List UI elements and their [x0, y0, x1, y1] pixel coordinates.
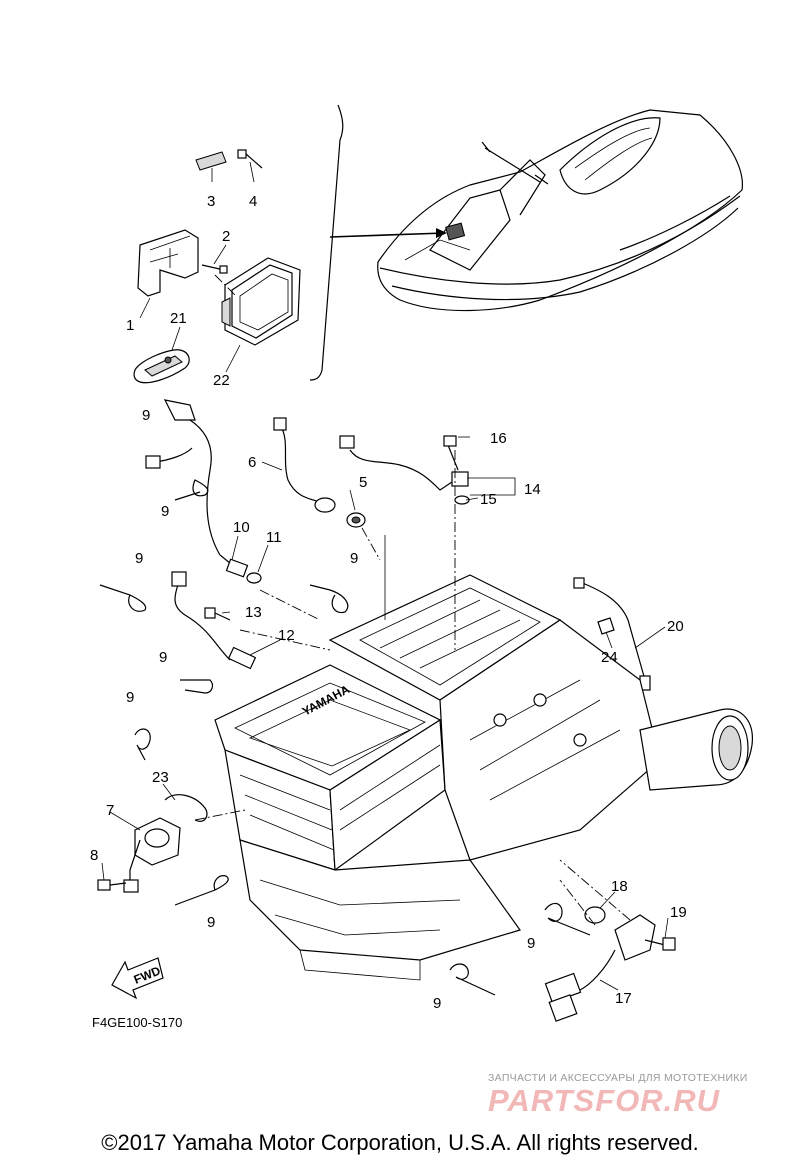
- bolt-8: [97, 879, 127, 891]
- sensor-20: [573, 577, 651, 691]
- callout-9e: 9: [159, 649, 167, 666]
- callout-17: 17: [615, 990, 632, 1007]
- callout-9f: 9: [126, 689, 134, 706]
- callout-9a: 9: [142, 407, 150, 424]
- screw-4: [237, 149, 263, 169]
- fwd-arrow: FWD: [111, 957, 164, 1000]
- bracket-plate-3: [195, 151, 227, 171]
- callout-8: 8: [90, 847, 98, 864]
- callout-9h: 9: [527, 935, 535, 952]
- bracket-23: [164, 794, 208, 822]
- cable-ties-9: [99, 399, 591, 996]
- sensor-17: [544, 914, 656, 1022]
- callout-20: 20: [667, 618, 684, 635]
- callout-13: 13: [245, 604, 262, 621]
- clip-24: [597, 617, 615, 635]
- callout-9d: 9: [350, 550, 358, 567]
- callout-4: 4: [249, 193, 257, 210]
- leader-lines: [194, 274, 631, 926]
- callout-12: 12: [278, 627, 295, 644]
- harness-10: [145, 419, 249, 578]
- callout-9g: 9: [207, 914, 215, 931]
- callout-5: 5: [359, 474, 367, 491]
- callout-1: 1: [126, 317, 134, 334]
- sensor-5: [346, 512, 366, 528]
- ecu-box-22: [221, 257, 301, 346]
- callout-14: 14: [524, 481, 541, 498]
- washer-11: [246, 572, 262, 584]
- callout-22: 22: [213, 372, 230, 389]
- callout-leaders: [101, 161, 669, 991]
- callout-2: 2: [222, 228, 230, 245]
- sensor-7: [123, 817, 181, 893]
- watermark-tagline: ЗАПЧАСТИ И АКСЕССУАРЫ ДЛЯ МОТОТЕХНИКИ: [488, 1072, 748, 1084]
- callout-15: 15: [480, 491, 497, 508]
- engine-assembly: YAMAHA: [214, 574, 753, 981]
- callout-labels: 3 4 2 1 21 22 9 6 16 5 14 15 9 10 11 9 9…: [90, 193, 687, 1012]
- sensor-12: [171, 571, 257, 670]
- callout-23: 23: [152, 769, 169, 786]
- callout-9c: 9: [135, 550, 143, 567]
- o-ring-18: [584, 906, 606, 924]
- bolt-13: [204, 607, 231, 621]
- callout-16: 16: [490, 430, 507, 447]
- callout-9i: 9: [433, 995, 441, 1012]
- screw-2: [201, 264, 228, 274]
- callout-9b: 9: [161, 503, 169, 520]
- sensor-14-harness: [339, 435, 470, 505]
- callout-24: 24: [601, 649, 618, 666]
- callout-21: 21: [170, 310, 187, 327]
- diagram-code: F4GE100-S170: [92, 1015, 182, 1030]
- callout-10: 10: [233, 519, 250, 536]
- key-fob-21: [133, 349, 190, 384]
- callout-3: 3: [207, 193, 215, 210]
- watermark-logo: PARTSFOR.RU: [488, 1083, 721, 1118]
- watercraft-outline: [377, 109, 743, 312]
- callout-11: 11: [266, 529, 282, 546]
- inset-bracket: [309, 104, 447, 381]
- ecu-bracket: [137, 229, 199, 297]
- sensor-6: [273, 417, 336, 513]
- callout-6: 6: [248, 454, 256, 471]
- callout-7: 7: [106, 802, 114, 819]
- callout-19: 19: [670, 904, 687, 921]
- bolt-19: [644, 937, 676, 951]
- callout-18: 18: [611, 878, 628, 895]
- copyright-notice: ©2017 Yamaha Motor Corporation, U.S.A. A…: [101, 1130, 699, 1155]
